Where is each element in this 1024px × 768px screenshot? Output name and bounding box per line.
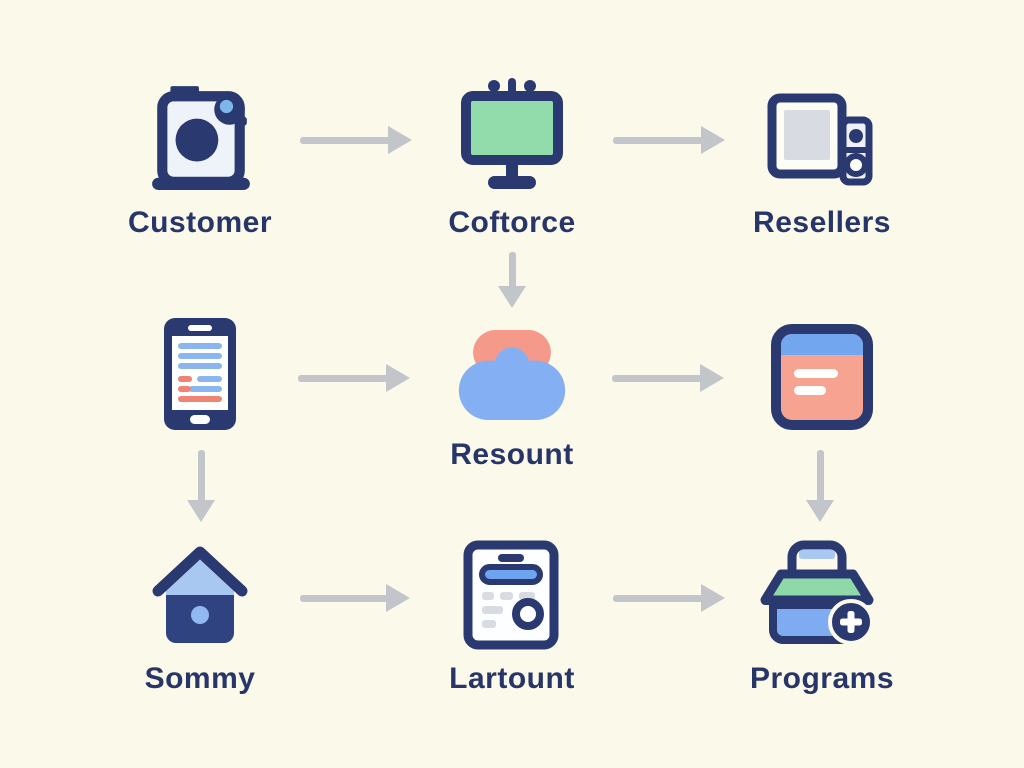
camera-icon [146, 84, 256, 190]
node-label-customer: Customer [127, 206, 273, 239]
arrow-right-icon [612, 364, 724, 392]
arrow-down-icon [186, 450, 216, 522]
arrow-down-icon [805, 450, 835, 522]
arrow-right-icon [613, 126, 725, 154]
browser-card-icon [770, 322, 874, 432]
cloud-icon [458, 330, 566, 420]
toolbox-plus-icon [750, 538, 884, 650]
node-label-resellers: Resellers [753, 206, 891, 239]
arrow-right-icon [300, 126, 412, 154]
document-icon [462, 540, 560, 650]
house-icon [152, 538, 248, 646]
node-label-resount: Resount [450, 438, 574, 471]
display-speaker-icon [766, 92, 876, 190]
arrow-right-icon [300, 584, 410, 612]
node-label-coftorce: Coftorce [448, 206, 576, 239]
node-label-programs: Programs [749, 662, 895, 695]
monitor-icon [457, 76, 567, 192]
arrow-right-icon [613, 584, 725, 612]
node-label-sommy: Sommy [144, 662, 256, 695]
arrow-down-icon [497, 252, 527, 308]
arrow-right-icon [298, 364, 410, 392]
node-label-lartount: Lartount [449, 662, 575, 695]
smartphone-icon [162, 316, 238, 432]
